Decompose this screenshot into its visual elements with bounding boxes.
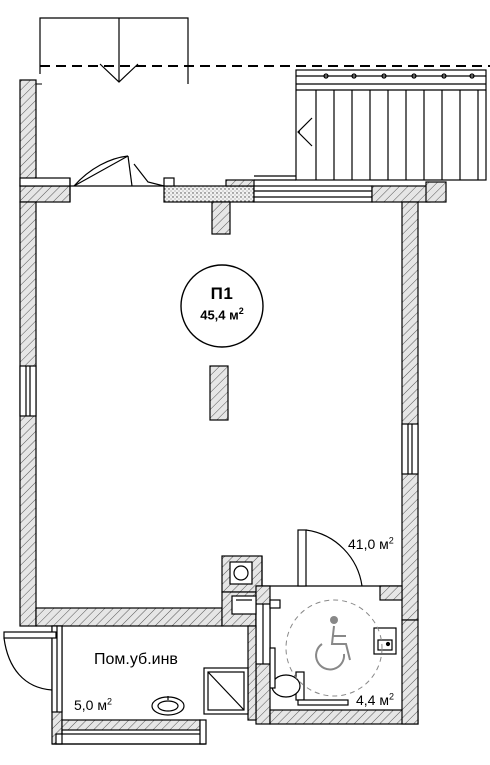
main-room-area-sup: 2 <box>238 306 244 316</box>
room-id-circle <box>180 264 264 348</box>
staircase <box>254 69 487 181</box>
hall-area-value: 41,0 м <box>348 536 389 552</box>
cleaning-room-area-value: 5,0 м <box>74 697 107 713</box>
main-room-area: 45,4 м2 <box>176 306 268 322</box>
room-id-label: П1 <box>210 284 234 303</box>
wheelchair-icon <box>315 616 351 671</box>
cleaning-room <box>51 595 257 745</box>
hall-area-sup: 2 <box>388 535 394 546</box>
top-wall <box>19 177 447 203</box>
cleaning-room-area: 5,0 м2 <box>74 697 112 713</box>
accessible-wc <box>255 585 419 725</box>
hall-door <box>297 529 363 587</box>
entrance-canopy <box>39 17 490 84</box>
entrance-door <box>70 155 165 187</box>
wc-area-value: 4,4 м <box>356 692 389 708</box>
main-room-area-value: 45,4 м <box>200 307 239 323</box>
wc-area-sup: 2 <box>388 691 394 702</box>
wc-area-label: 4,4 м2 <box>356 692 394 708</box>
left-outer-wall <box>19 79 42 187</box>
cleaning-room-name: Пом.уб.инв <box>94 651 178 668</box>
hall-area-label: 41,0 м2 <box>348 536 394 552</box>
cleaning-room-area-sup: 2 <box>106 696 112 707</box>
main-room-walls <box>19 201 419 627</box>
cleaning-room-door <box>3 631 57 691</box>
